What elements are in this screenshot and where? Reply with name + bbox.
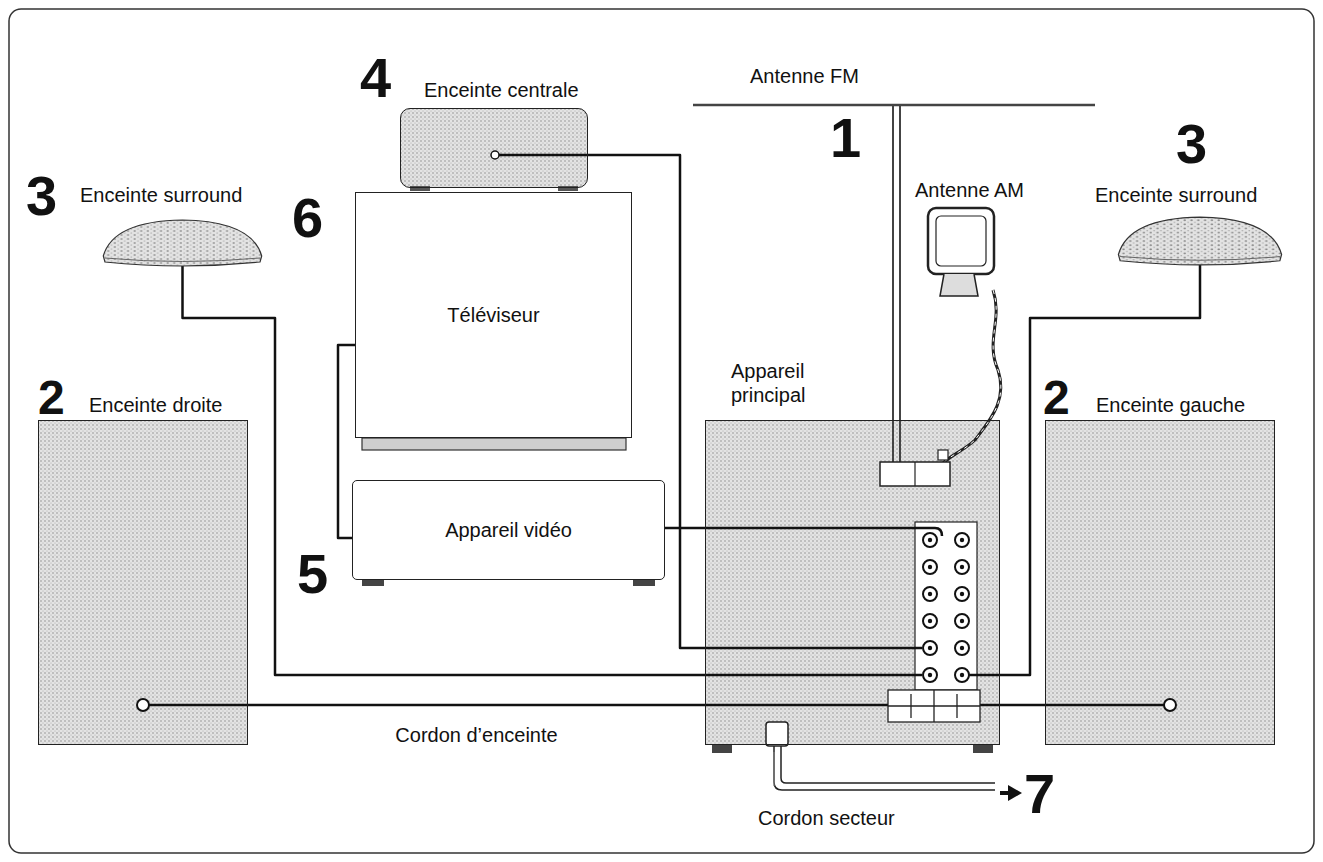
cable <box>588 155 705 648</box>
jack <box>923 641 937 655</box>
foot <box>633 580 655 586</box>
jack-pin <box>928 565 932 569</box>
jack <box>955 560 969 574</box>
arrow-symbol <box>1000 785 1022 801</box>
callout-number: 6 <box>292 190 323 246</box>
cable <box>1000 263 1200 675</box>
surround-speaker: Enceinte surround <box>100 218 265 268</box>
jacks <box>923 533 969 682</box>
cable <box>183 264 706 675</box>
callout-number: 4 <box>360 50 391 106</box>
jack-pin <box>928 592 932 596</box>
foot <box>558 186 578 191</box>
main-unit-fill <box>705 420 1000 745</box>
internal-wires <box>143 528 1170 705</box>
jack-pin <box>928 673 932 677</box>
jack-pin <box>928 538 932 542</box>
cable-label: Cordon d’enceinte <box>392 723 560 747</box>
tv-base <box>362 438 626 450</box>
left-speaker: Enceinte gauche <box>1045 420 1275 745</box>
jack <box>955 668 969 682</box>
jack-pin <box>960 592 964 596</box>
callout-number: 3 <box>26 168 57 224</box>
part-name: Enceinte surround <box>80 183 242 207</box>
callout-number: 2 <box>1043 374 1070 422</box>
power-cord <box>766 722 995 790</box>
left-speaker-fill <box>1045 420 1275 745</box>
main-unit: Appareil principal <box>705 420 1000 745</box>
jack-pin <box>960 646 964 650</box>
jack-pin <box>960 538 964 542</box>
jack-panel <box>915 522 977 690</box>
part-name: Appareil principal <box>731 359 843 407</box>
foot <box>712 745 732 753</box>
center-speaker-fill <box>400 108 588 188</box>
jack <box>923 533 937 547</box>
center-speaker: Enceinte centrale <box>400 108 588 188</box>
antenna-terminal <box>880 450 950 486</box>
part-label: Cordon secteur <box>758 806 895 830</box>
callout-number: 1 <box>830 110 861 166</box>
cable <box>248 705 705 706</box>
part-label: Antenne AM <box>915 178 1024 202</box>
dome-outline <box>100 218 265 268</box>
dome-outline <box>1115 215 1285 267</box>
jack <box>923 614 937 628</box>
foot <box>973 745 993 753</box>
jack <box>923 668 937 682</box>
jack <box>137 699 149 711</box>
fm-antenna <box>693 105 1095 466</box>
jack <box>955 533 969 547</box>
cable <box>1000 705 1045 706</box>
cable <box>665 528 705 529</box>
jack-pin <box>960 619 964 623</box>
callout-number: 7 <box>1024 766 1055 822</box>
jack <box>1164 699 1176 711</box>
right-speaker-fill <box>38 420 248 745</box>
jack-pin <box>928 646 932 650</box>
jack-pin <box>960 673 964 677</box>
jack <box>923 560 937 574</box>
jack <box>955 614 969 628</box>
jack <box>955 641 969 655</box>
jack <box>491 151 499 159</box>
jack-pin <box>928 619 932 623</box>
callout-number: 2 <box>38 374 65 422</box>
frame <box>9 9 1314 853</box>
jack-pin <box>960 565 964 569</box>
foot <box>362 580 384 586</box>
speaker-terminal <box>888 690 980 722</box>
part-name: Enceinte surround <box>1095 183 1257 207</box>
part-label: Antenne FM <box>750 64 859 88</box>
wire <box>495 154 588 157</box>
callout-number: 3 <box>1176 116 1207 172</box>
surround-speaker: Enceinte surround <box>1115 215 1285 267</box>
right-speaker: Enceinte droite <box>38 420 248 745</box>
callout-number: 5 <box>297 546 328 602</box>
foot <box>410 186 430 191</box>
jack <box>955 587 969 601</box>
am-antenna <box>928 208 1001 466</box>
box-text: Appareil vidéo <box>445 518 572 542</box>
tv-box: Téléviseur <box>355 192 632 438</box>
video-box: Appareil vidéo <box>352 480 665 580</box>
part-name: Enceinte centrale <box>424 78 579 102</box>
part-name: Enceinte droite <box>89 393 222 417</box>
box-text: Téléviseur <box>447 303 539 327</box>
jack <box>923 587 937 601</box>
part-name: Enceinte gauche <box>1096 393 1245 417</box>
